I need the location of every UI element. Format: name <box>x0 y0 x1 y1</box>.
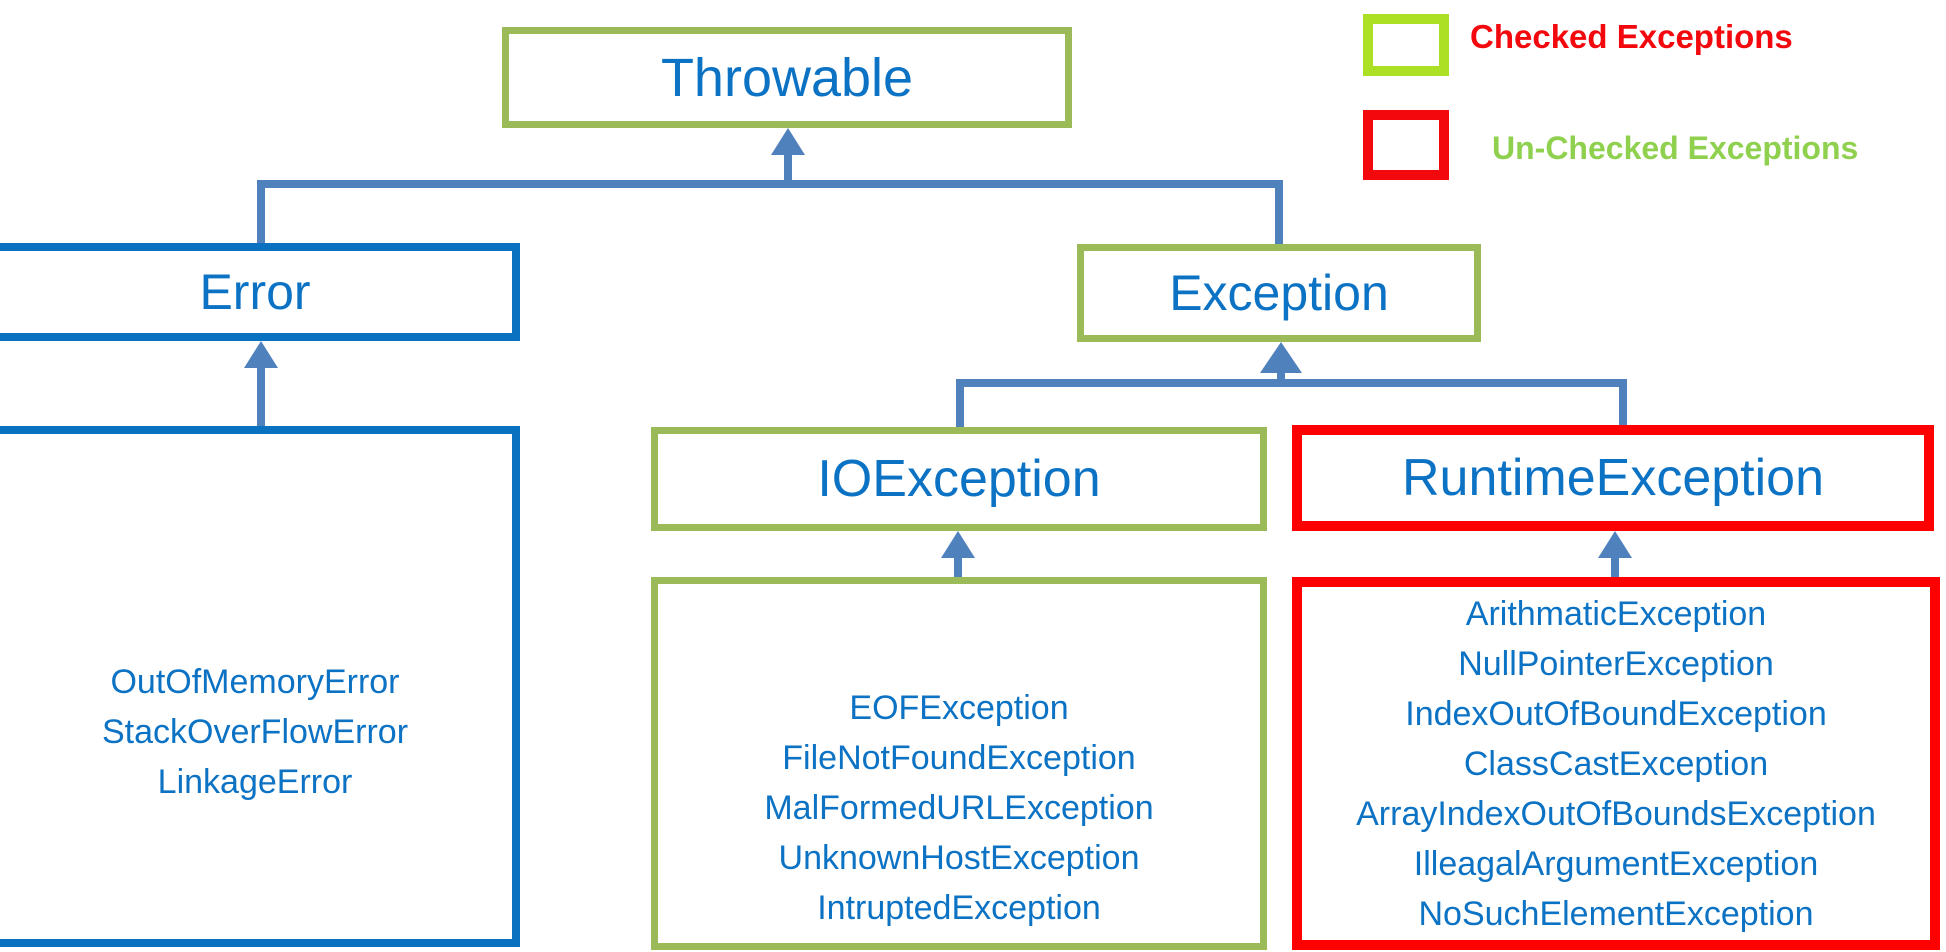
connector-throwable-bar <box>257 180 1283 188</box>
connector-exception-stem <box>1277 368 1285 387</box>
connector-throwable-stem <box>784 150 792 188</box>
exception-class-name: IntruptedException <box>817 889 1101 927</box>
exception-class-name: ArithmaticException <box>1465 595 1767 633</box>
runtimeexception-label: RuntimeException <box>1402 449 1824 507</box>
exception-class-name: OutOfMemoryError <box>110 663 400 701</box>
exception-class-name: EOFException <box>849 689 1069 727</box>
legend-checked-label: Checked Exceptions <box>1470 18 1793 55</box>
ioexception-node: IOException <box>651 427 1267 531</box>
exception-class-name: ClassCastException <box>1463 745 1769 783</box>
exception-class-name: NoSuchElementException <box>1418 895 1814 933</box>
arrow-up-to-exception-icon <box>1260 342 1302 373</box>
error-label: Error <box>199 264 311 320</box>
exception-class-name: StackOverFlowError <box>101 713 409 751</box>
ioexception-label: IOException <box>817 450 1101 508</box>
exception-label: Exception <box>1169 265 1389 321</box>
exception-class-name: ArrayIndexOutOfBoundsException <box>1356 795 1876 833</box>
connector-exception-bar <box>956 379 1627 387</box>
connector-down-to-exception <box>1275 180 1283 244</box>
connector-io-list-stem <box>954 553 962 577</box>
exception-node: Exception <box>1077 244 1481 342</box>
legend-checked-swatch <box>1363 14 1449 76</box>
exception-class-name: MalFormedURLException <box>764 789 1154 827</box>
exception-class-name: IlleagalArgumentException <box>1413 845 1819 883</box>
throwable-node: Throwable <box>502 27 1072 128</box>
connector-down-to-runtimeexception <box>1619 379 1627 425</box>
connector-down-to-ioexception <box>956 379 964 427</box>
connector-error-list-stem <box>257 363 265 426</box>
connector-down-to-error <box>257 180 265 243</box>
exception-class-name: NullPointerException <box>1458 645 1774 683</box>
connector-runtime-list-stem <box>1611 553 1619 577</box>
exception-class-name: FileNotFoundException <box>782 739 1136 777</box>
legend-unchecked-swatch <box>1363 110 1449 180</box>
throwable-label: Throwable <box>660 47 914 108</box>
exception-class-name: UnknownHostException <box>778 839 1140 877</box>
error-node: Error <box>0 243 520 341</box>
exception-class-name: IndexOutOfBoundException <box>1405 695 1827 733</box>
legend-unchecked-label: Un-Checked Exceptions <box>1492 130 1859 166</box>
exception-class-name: LinkageError <box>157 763 353 801</box>
runtimeexception-node: RuntimeException <box>1292 425 1934 531</box>
